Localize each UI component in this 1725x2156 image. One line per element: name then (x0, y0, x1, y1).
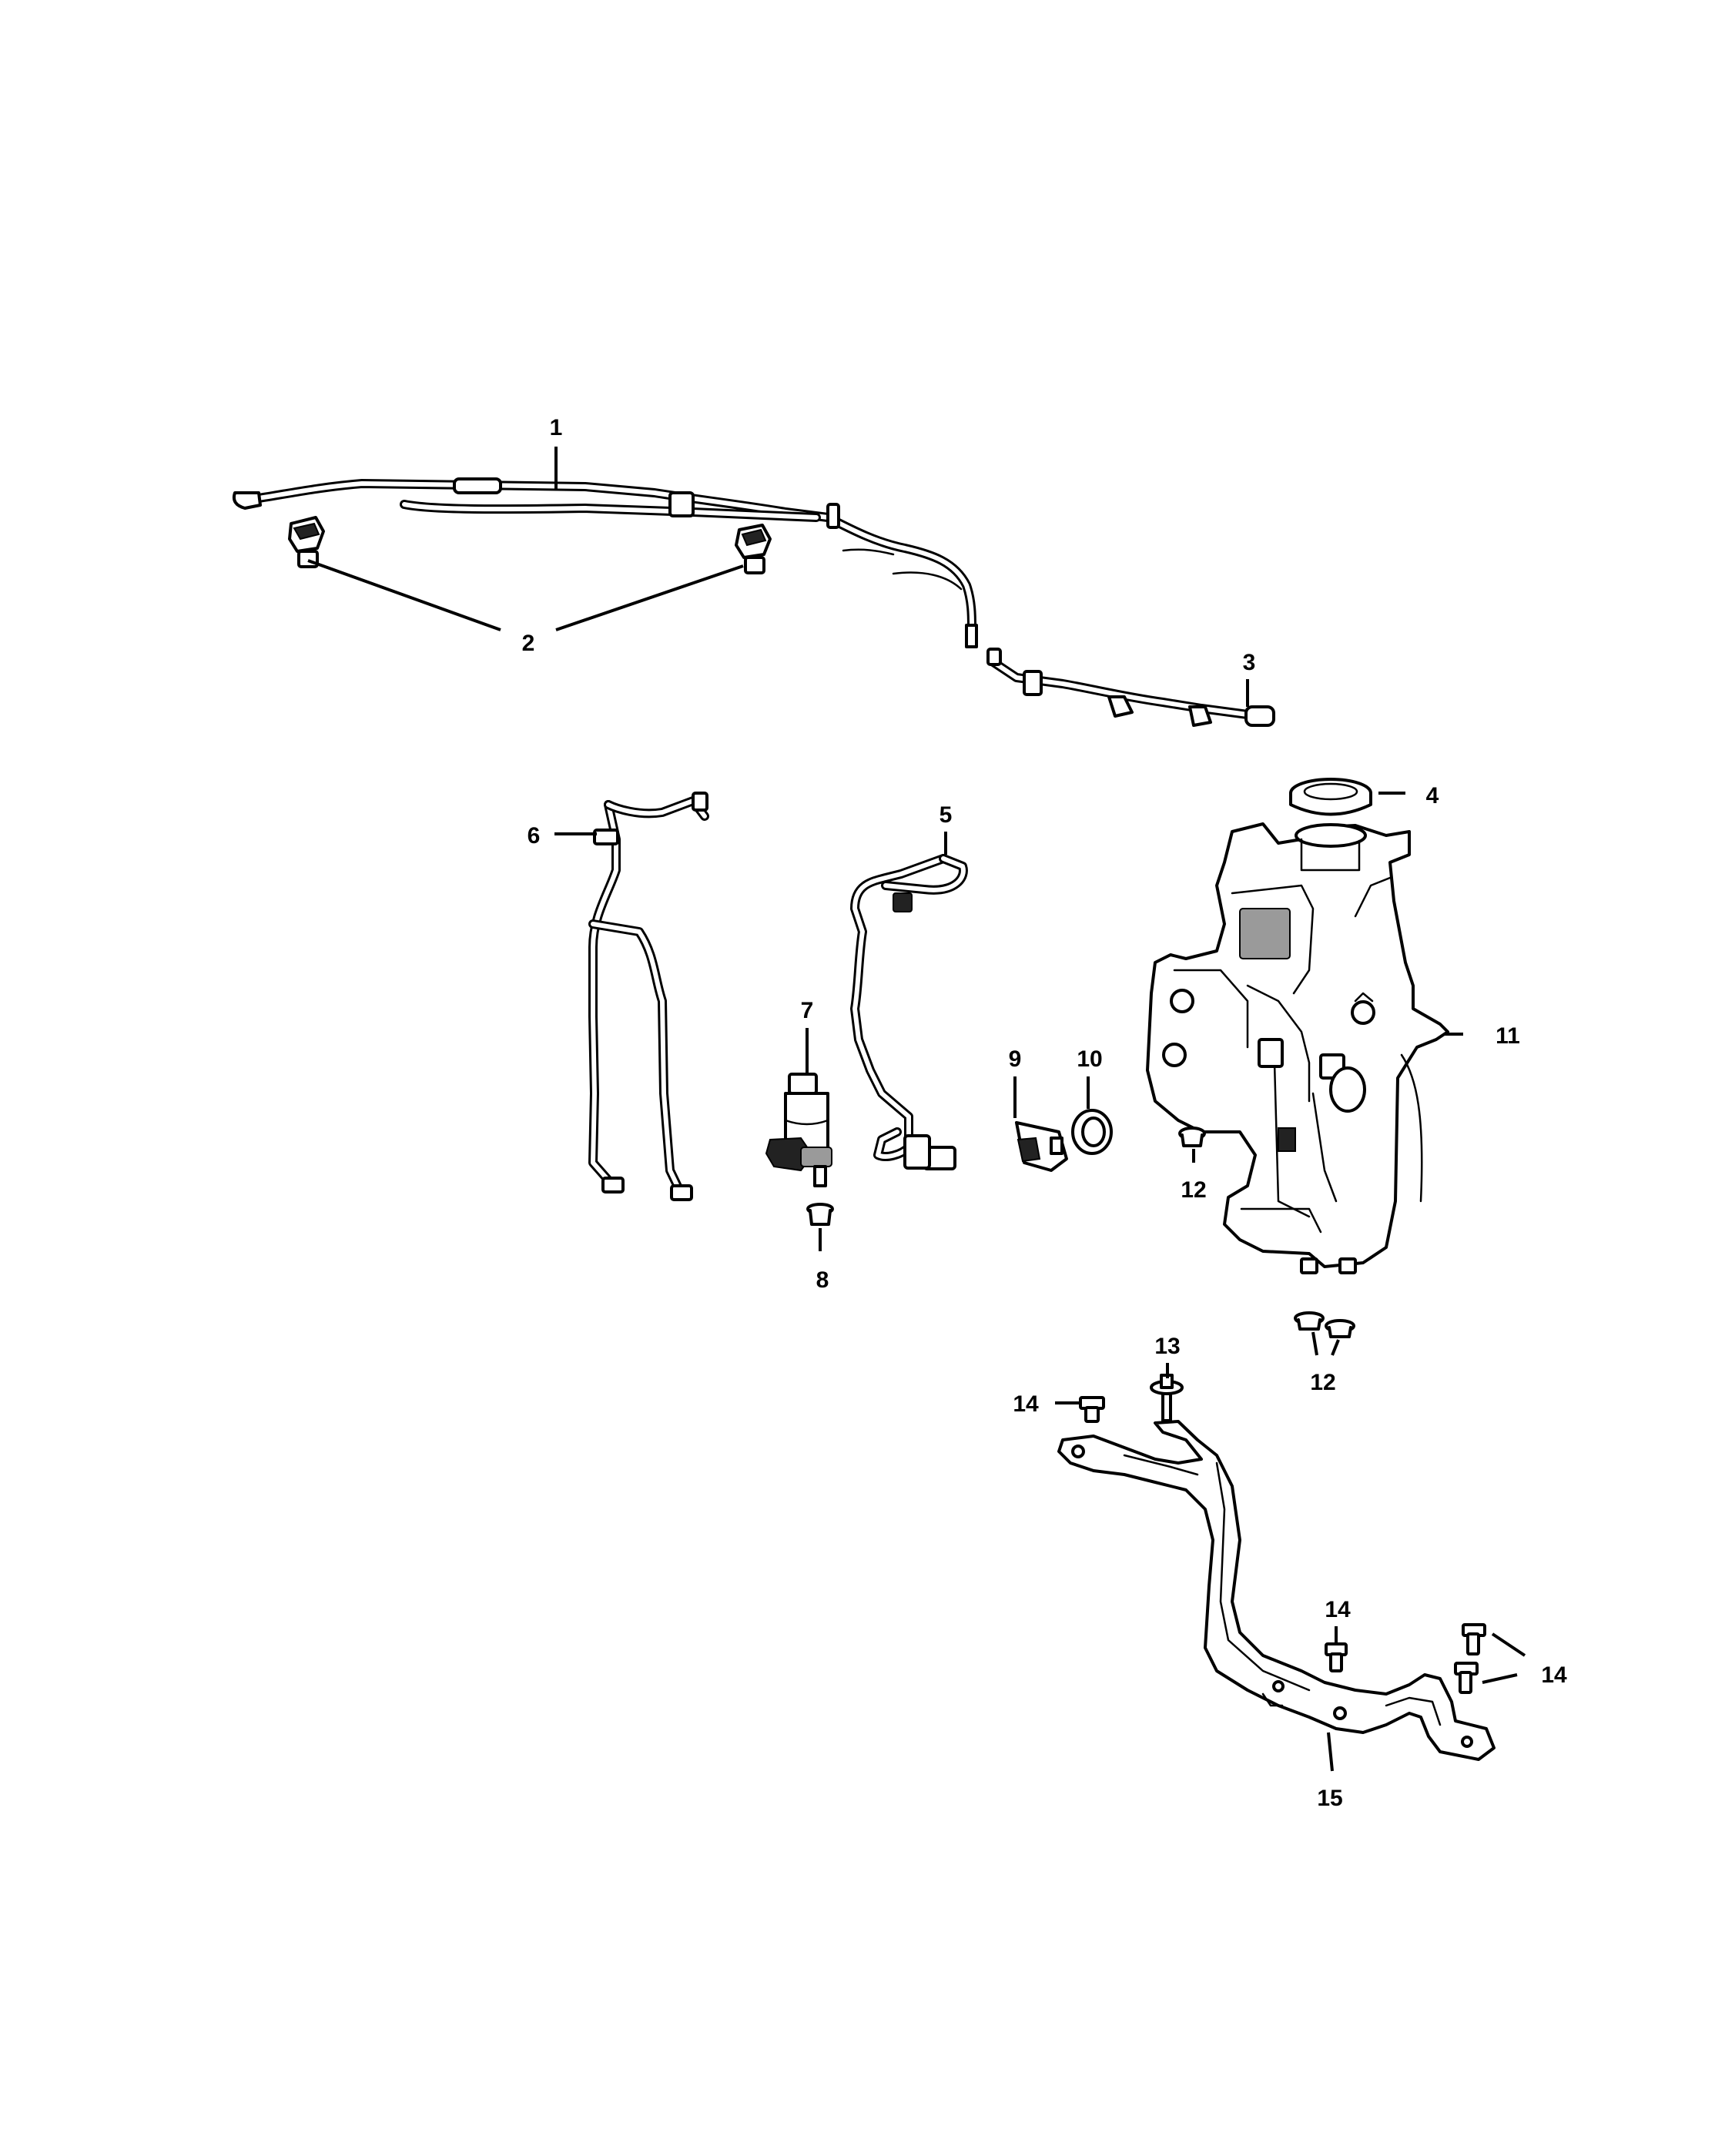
callout-4: 4 (1426, 783, 1439, 808)
reservoir-bracket[interactable] (1057, 1420, 1496, 1761)
washer-nozzle-right[interactable] (735, 524, 772, 574)
level-sensor[interactable] (1015, 1121, 1068, 1172)
callout-14-center: 14 (1325, 1597, 1351, 1622)
grommet-lower-right[interactable] (1325, 1319, 1355, 1338)
bolt-center[interactable] (1325, 1642, 1348, 1672)
bolt-right-lower[interactable] (1454, 1662, 1479, 1694)
washer-hose-short[interactable] (986, 648, 1275, 727)
callout-3: 3 (1243, 650, 1256, 675)
pump-grommet[interactable] (806, 1203, 834, 1226)
callout-12-lower: 12 (1310, 1370, 1335, 1395)
washer-nozzle-left[interactable] (288, 516, 325, 568)
callout-12-upper: 12 (1181, 1177, 1206, 1203)
callout-2: 2 (522, 631, 535, 656)
callout-13: 13 (1154, 1334, 1180, 1359)
bolt-right-upper[interactable] (1462, 1623, 1486, 1656)
washer-reservoir[interactable] (1146, 822, 1449, 1274)
callout-5: 5 (940, 802, 953, 828)
callout-9: 9 (1009, 1046, 1022, 1072)
washer-pump[interactable] (765, 1073, 832, 1187)
callout-15: 15 (1317, 1786, 1342, 1811)
callout-14-left: 14 (1013, 1391, 1039, 1417)
washer-hose-left[interactable] (588, 792, 709, 1201)
grommet-lower-left[interactable] (1294, 1311, 1325, 1331)
leader-lines (307, 447, 1526, 1772)
callout-11: 11 (1496, 1023, 1520, 1049)
bolt-upper-left[interactable] (1079, 1396, 1105, 1423)
callout-labels: 1 2 3 4 5 6 7 8 9 10 11 12 12 13 14 14 1… (522, 415, 1567, 1811)
callout-8: 8 (816, 1267, 829, 1293)
washer-hose-center[interactable] (850, 854, 968, 1170)
callout-1: 1 (550, 415, 563, 440)
callout-6: 6 (528, 823, 541, 849)
washer-hose-assembly[interactable] (232, 477, 978, 648)
stud-bolt[interactable] (1150, 1374, 1184, 1422)
reservoir-cap[interactable] (1289, 778, 1372, 816)
callout-14-right: 14 (1541, 1662, 1567, 1688)
callout-10: 10 (1077, 1046, 1102, 1072)
grommet-upper[interactable] (1178, 1127, 1206, 1147)
seal-ring[interactable] (1071, 1109, 1113, 1155)
callout-7: 7 (801, 998, 814, 1023)
